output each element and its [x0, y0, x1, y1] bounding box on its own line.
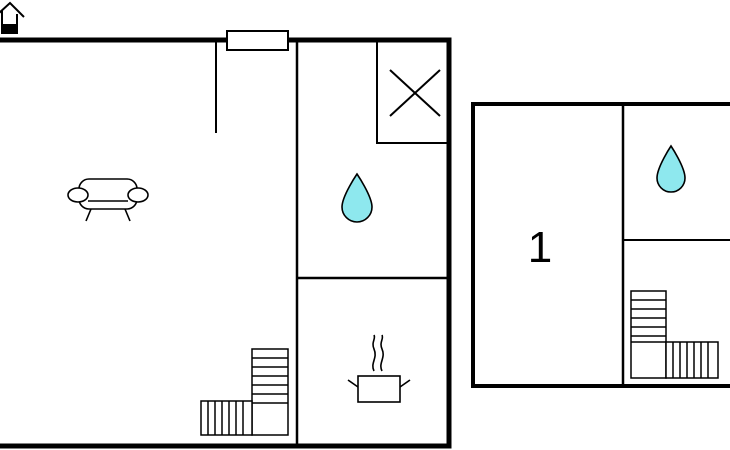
- upper-floor: 1: [471, 102, 730, 388]
- ground-floor: [0, 30, 452, 449]
- house-entrance-icon: [0, 1, 25, 34]
- cooking-pot-icon: [347, 334, 411, 403]
- room-number-label: 1: [528, 223, 552, 272]
- shaft-room: [376, 42, 448, 144]
- staircase-icon: [200, 348, 289, 436]
- cross-icon: [389, 69, 441, 117]
- water-drop-icon: [341, 172, 373, 223]
- staircase-icon: [630, 290, 719, 379]
- water-drop-icon: [656, 144, 686, 193]
- sofa-icon: [67, 178, 149, 222]
- upper-floor-outline: [471, 102, 730, 388]
- window: [226, 30, 289, 51]
